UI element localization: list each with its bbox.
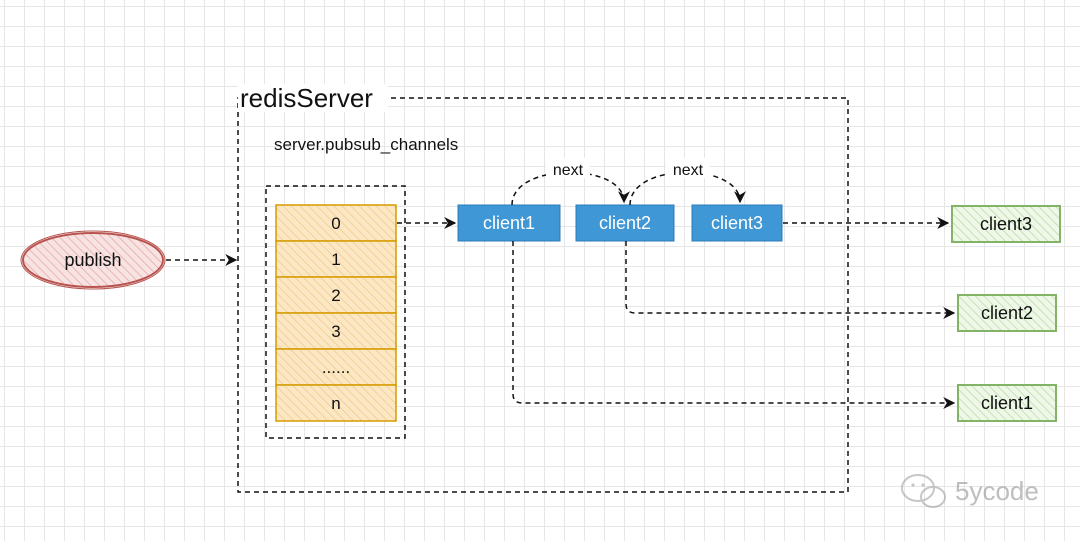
list-node-client1: client1 <box>457 204 561 242</box>
client1-dispatch-arrow <box>512 241 956 409</box>
subscriber-client3: client3 <box>951 205 1061 243</box>
list-node-label: client3 <box>711 213 763 233</box>
channel-label: 3 <box>331 322 340 341</box>
channel-cell: 2 <box>275 276 397 314</box>
channel-cell: n <box>275 384 397 422</box>
subscriber-label: client1 <box>981 393 1033 413</box>
subscriber-client1: client1 <box>957 384 1057 422</box>
client2-dispatch-arrow <box>625 241 956 319</box>
channel-cell: ...... <box>275 348 397 386</box>
channel-label: ...... <box>322 358 350 377</box>
channels-array-frame <box>265 185 406 439</box>
channels-label: server.pubsub_channels <box>274 135 458 154</box>
channel-label: n <box>331 394 340 413</box>
client-list: client1 client2 client3 <box>457 204 783 242</box>
list-node-label: client2 <box>599 213 651 233</box>
wechat-icon <box>901 474 946 508</box>
next-label: next <box>553 162 584 179</box>
channel-cell: 3 <box>275 312 397 350</box>
list-node-client3: client3 <box>691 204 783 242</box>
next-label: next <box>673 162 704 179</box>
watermark-text: 5ycode <box>955 476 1039 506</box>
subscriber-label: client2 <box>981 303 1033 323</box>
publish-node: publish <box>20 230 166 290</box>
next-arrow <box>511 171 630 206</box>
redis-server-title-bg <box>238 84 388 112</box>
channel-label: 1 <box>331 250 340 269</box>
watermark: 5ycode <box>901 474 1039 508</box>
channel-cell: 0 <box>275 204 397 242</box>
publish-label: publish <box>64 250 121 270</box>
subscribers: client3 client2 client1 <box>951 205 1061 422</box>
list-node-label: client1 <box>483 213 535 233</box>
redis-server-box <box>237 97 849 493</box>
channel-label: 0 <box>331 214 340 233</box>
list-node-client2: client2 <box>575 204 675 242</box>
next-links <box>511 171 746 206</box>
redis-server-title: redisServer <box>240 83 373 113</box>
subscriber-client2: client2 <box>957 294 1057 332</box>
channel-label: 2 <box>331 286 340 305</box>
channel-cell: 1 <box>275 240 397 278</box>
connectors <box>166 217 956 409</box>
subscriber-label: client3 <box>980 214 1032 234</box>
channel-cells: 0 1 2 3 ...... n <box>275 204 397 422</box>
